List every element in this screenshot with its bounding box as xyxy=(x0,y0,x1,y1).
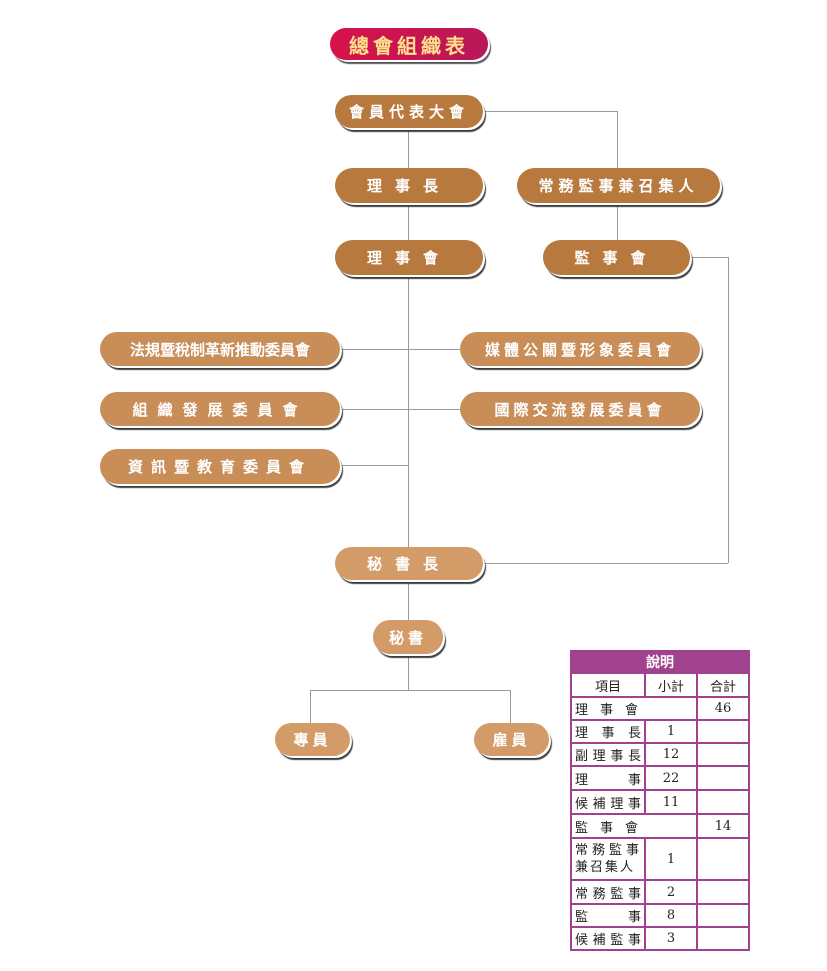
connector xyxy=(483,111,617,112)
node-committee-intl: 國際交流發展委員會 xyxy=(460,392,700,426)
node-employee: 雇員 xyxy=(474,723,549,756)
row-item: 理事長 xyxy=(570,719,646,744)
connector xyxy=(340,349,460,350)
connector xyxy=(408,654,409,690)
connector xyxy=(483,563,728,564)
row-total xyxy=(696,879,750,905)
node-supervisors: 監事會 xyxy=(543,240,690,275)
node-committee-media: 媒體公關暨形象委員會 xyxy=(460,332,700,366)
row-item: 監事 xyxy=(570,903,646,928)
header-subtotal: 小計 xyxy=(644,672,698,698)
node-secretary-general: 秘書長 xyxy=(335,547,483,580)
row-subtotal: 2 xyxy=(644,879,698,905)
connector xyxy=(340,465,408,466)
row-total: 46 xyxy=(696,696,750,721)
node-committee-law: 法規暨稅制革新推動委員會 xyxy=(100,332,340,366)
connector xyxy=(310,690,311,723)
header-total: 合計 xyxy=(696,672,750,698)
row-item: 副理事長 xyxy=(570,742,646,767)
row-subtotal: 1 xyxy=(644,837,698,881)
row-subtotal: 8 xyxy=(644,903,698,928)
row-item: 常務監事兼召集人 xyxy=(570,837,646,881)
row-item: 監事會 xyxy=(570,813,698,839)
row-subtotal: 1 xyxy=(644,719,698,744)
chart-title: 總會組織表 xyxy=(330,28,488,60)
row-subtotal: 11 xyxy=(644,789,698,815)
header-item: 項目 xyxy=(570,672,646,698)
connector xyxy=(408,128,409,548)
node-chairman: 理事長 xyxy=(335,168,483,203)
connector xyxy=(690,257,728,258)
connector xyxy=(510,690,511,723)
node-committee-info: 資訊暨教育委員會 xyxy=(100,449,340,484)
node-specialist: 專員 xyxy=(275,723,350,756)
node-secretary: 秘書 xyxy=(373,620,443,654)
legend-caption: 說明 xyxy=(570,650,750,674)
node-convener: 常務監事兼召集人 xyxy=(517,168,720,203)
node-committee-org: 組織發展委員會 xyxy=(100,392,340,426)
connector xyxy=(408,580,409,620)
row-item: 候補理事 xyxy=(570,789,646,815)
connector xyxy=(617,203,618,240)
connector xyxy=(728,257,729,563)
row-item: 候補監事 xyxy=(570,926,646,951)
row-total xyxy=(696,926,750,951)
connector xyxy=(617,111,618,168)
row-total xyxy=(696,903,750,928)
connector xyxy=(310,690,510,691)
row-item: 理事會 xyxy=(570,696,698,721)
row-total xyxy=(696,765,750,791)
row-total xyxy=(696,742,750,767)
row-item: 常務監事 xyxy=(570,879,646,905)
row-total xyxy=(696,837,750,881)
row-total xyxy=(696,789,750,815)
row-subtotal: 22 xyxy=(644,765,698,791)
connector xyxy=(340,409,460,410)
row-subtotal: 3 xyxy=(644,926,698,951)
node-assembly: 會員代表大會 xyxy=(335,95,483,128)
row-total: 14 xyxy=(696,813,750,839)
node-board: 理事會 xyxy=(335,240,483,275)
row-total xyxy=(696,719,750,744)
row-subtotal: 12 xyxy=(644,742,698,767)
row-item: 理事 xyxy=(570,765,646,791)
